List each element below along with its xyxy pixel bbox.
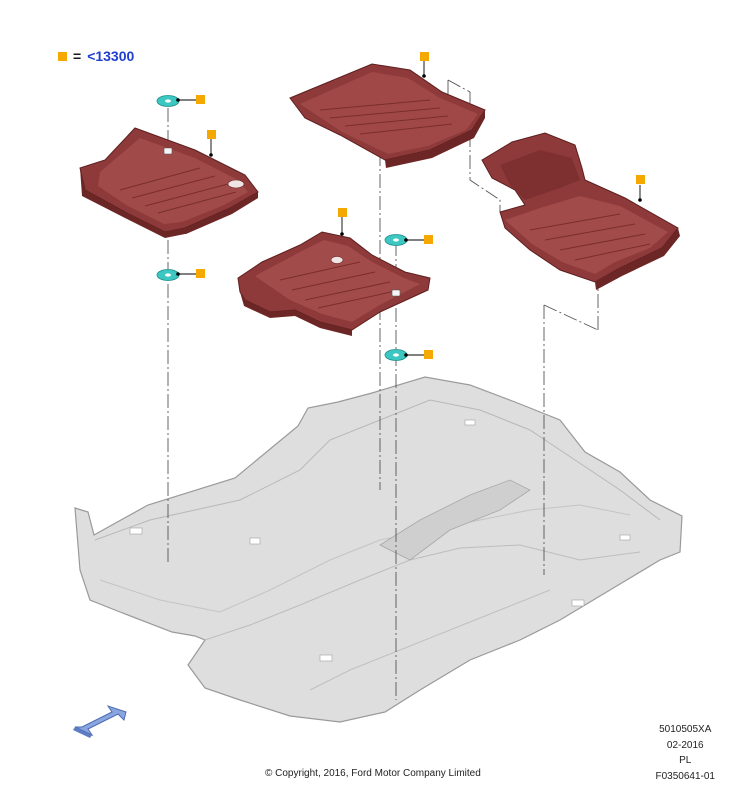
marker-square-icon — [176, 269, 205, 278]
clip-icon — [384, 234, 408, 246]
marker-square-icon — [338, 208, 347, 236]
copyright-notice: © Copyright, 2016, Ford Motor Company Li… — [265, 768, 481, 779]
marker-square-icon — [58, 51, 67, 61]
document-codes: 5010505XA 02-2016 PL F0350641-01 — [656, 722, 716, 784]
language-code: PL — [679, 755, 692, 766]
floor-mat-rear-right — [481, 132, 680, 290]
legend-part-reference: <13300 — [87, 48, 135, 64]
legend-equals: = — [73, 48, 82, 64]
marker-square-icon — [207, 130, 216, 157]
floor-mat-rear-left — [289, 63, 486, 168]
issue-date: 02-2016 — [666, 739, 704, 751]
legend: = <13300 — [58, 48, 134, 64]
floor-pan — [74, 376, 683, 723]
floor-mat-front-right — [237, 231, 431, 336]
part-reference-markers — [176, 52, 645, 359]
floor-mat-front-left — [79, 127, 259, 238]
marker-square-icon — [636, 175, 645, 202]
marker-square-icon — [420, 52, 429, 78]
marker-square-icon — [404, 350, 433, 359]
marker-square-icon — [176, 95, 205, 104]
illustration-code: 5010505XA — [659, 724, 712, 735]
clip-icon — [384, 349, 408, 361]
clip-icon — [156, 269, 180, 281]
marker-square-icon — [404, 235, 433, 244]
clip-icon — [156, 95, 180, 107]
figure-number: F0350641-01 — [655, 770, 716, 782]
front-direction-arrow-icon — [73, 705, 127, 738]
